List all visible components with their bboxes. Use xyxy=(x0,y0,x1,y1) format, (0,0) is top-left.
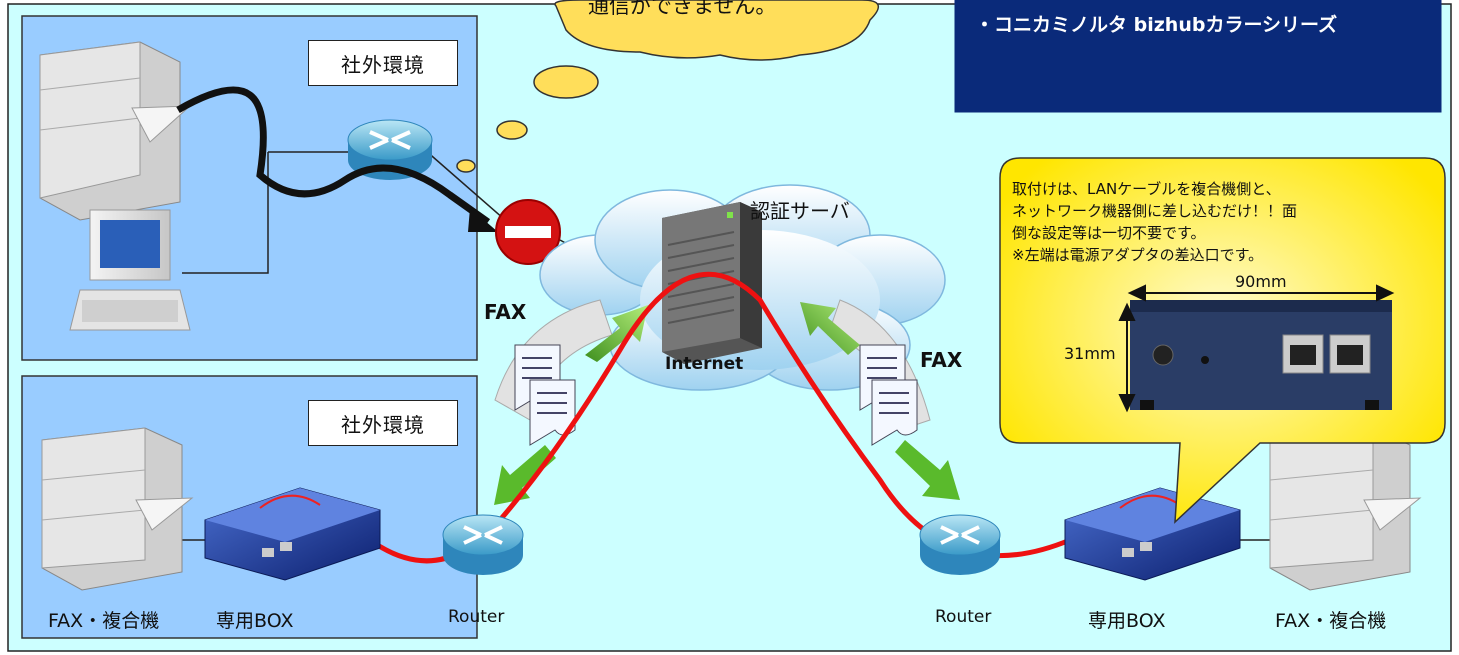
label-left-router: Router xyxy=(448,607,505,627)
dimension-height-arrow xyxy=(1118,302,1136,413)
env-label-top: 社外環境 xyxy=(308,40,458,86)
top-bubble-text: 通信ができません。 xyxy=(588,0,777,18)
auth-server-label: 認証サーバ xyxy=(750,199,850,223)
router-icon-bottom-right xyxy=(919,514,1001,575)
green-arrow-down-right xyxy=(895,440,960,500)
thought-dot-medium xyxy=(496,120,528,140)
mfp-icon-right xyxy=(1269,427,1422,591)
dimension-width-label: 90mm xyxy=(1235,272,1287,291)
router-icon-bottom-left xyxy=(442,514,524,575)
models-line: ・コニカミノルタ bizhubカラーシリーズ xyxy=(975,14,1338,36)
green-arrow-down-left xyxy=(494,445,556,505)
label-right-mfp: FAX・複合機 xyxy=(1275,610,1387,632)
thought-dot-large xyxy=(533,65,599,99)
callout-text: 取付けは、LANケーブルを複合機側と、 ネットワーク機器側に差し込むだけ！！面 … xyxy=(1012,178,1297,266)
pc-icon xyxy=(69,209,191,331)
callout-line-4: ※左端は電源アダプタの差込口です。 xyxy=(1012,246,1264,264)
fax-label-left: FAX xyxy=(484,300,527,324)
top-thought-bubble xyxy=(554,0,879,61)
label-right-router: Router xyxy=(935,607,992,627)
callout-line-2: ネットワーク機器側に差し込むだけ！！面 xyxy=(1012,202,1298,220)
green-arrow-up-left xyxy=(585,305,648,362)
blocked-path xyxy=(176,86,491,225)
mfp-icon-left xyxy=(41,427,194,591)
fax-document-icon-right xyxy=(859,344,918,446)
callout-line-3: 倒な設定等は一切不要です。 xyxy=(1012,224,1206,242)
dedicated-box-icon-left xyxy=(204,487,381,581)
label-left-box: 専用BOX xyxy=(216,610,294,632)
callout-line-1: 取付けは、LANケーブルを複合機側と、 xyxy=(1012,180,1281,198)
thought-dot-small xyxy=(456,159,476,173)
label-right-box: 専用BOX xyxy=(1088,610,1166,632)
server-icon xyxy=(39,41,192,221)
dimension-height-label: 31mm xyxy=(1064,344,1116,363)
env-label-bottom: 社外環境 xyxy=(308,400,458,446)
device-photo xyxy=(1130,300,1392,410)
internet-label: Internet xyxy=(665,354,744,374)
green-arrow-up-right xyxy=(800,302,860,355)
fax-document-icon-left xyxy=(514,344,576,446)
no-entry-icon xyxy=(495,199,561,265)
fax-label-right: FAX xyxy=(920,348,963,372)
dimension-width-arrow xyxy=(1127,284,1395,302)
label-left-mfp: FAX・複合機 xyxy=(48,610,160,632)
